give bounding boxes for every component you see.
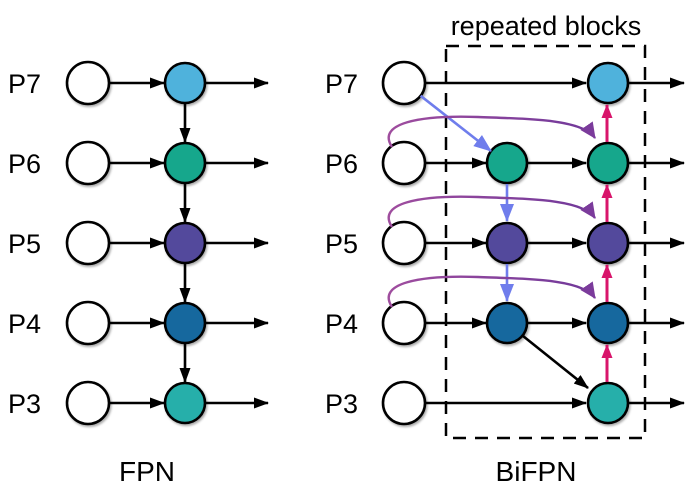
- bifpn-p6-input-node: [381, 140, 427, 186]
- bifpn-skip-arrow-p6: [387, 115, 596, 148]
- fpn-p3-fused-node: [163, 381, 207, 425]
- repeated-blocks-label: repeated blocks: [451, 11, 642, 41]
- bifpn-p4-output-node: [586, 301, 630, 345]
- bifpn-p5-output-node: [586, 221, 630, 265]
- bifpn-p4-input-node: [381, 300, 427, 346]
- fpn-p5-input-node: [65, 220, 111, 266]
- fpn-p7-input-node: [65, 60, 111, 106]
- bifpn-p3-input-node: [381, 380, 427, 426]
- fpn-p4-fused-node: [163, 301, 207, 345]
- bifpn-row-label-p6: P6: [325, 149, 358, 179]
- bifpn-skip-arrow-p4: [387, 275, 596, 308]
- bifpn-row-label-p7: P7: [325, 69, 358, 99]
- fpn-row-label-p7: P7: [8, 69, 41, 99]
- fpn-row-label-p3: P3: [8, 389, 41, 419]
- bifpn-row-label-p5: P5: [325, 229, 358, 259]
- fpn-p7-fused-node: [163, 61, 207, 105]
- bifpn-skip-arrow-p5: [387, 195, 596, 228]
- bifpn-p5-input-node: [381, 220, 427, 266]
- fpn-p3-input-node: [65, 380, 111, 426]
- bifpn-row-label-p3: P3: [325, 389, 358, 419]
- fpn-caption: FPN: [119, 456, 175, 487]
- bifpn-caption: BiFPN: [496, 456, 577, 487]
- bifpn-p5-mid-node: [485, 221, 529, 265]
- bifpn-p4mid-to-p3out-arrow: [522, 334, 589, 390]
- bifpn-p6-mid-node: [485, 141, 529, 185]
- fpn-p6-fused-node: [163, 141, 207, 185]
- bifpn-p6-output-node: [586, 141, 630, 185]
- fpn-row-label-p5: P5: [8, 229, 41, 259]
- bifpn-row-label-p4: P4: [325, 309, 358, 339]
- bifpn-p3-output-node: [586, 381, 630, 425]
- repeated-blocks-box: [444, 44, 647, 440]
- fpn-p6-input-node: [65, 140, 111, 186]
- bifpn-topdown-arrow-p7-p6: [419, 94, 492, 153]
- fpn-row-label-p4: P4: [8, 309, 41, 339]
- bifpn-p7-output-node: [586, 61, 630, 105]
- fpn-p5-fused-node: [163, 221, 207, 265]
- bifpn-p4-mid-node: [485, 301, 529, 345]
- bifpn-p7-input-node: [381, 60, 427, 106]
- fpn-row-label-p6: P6: [8, 149, 41, 179]
- fpn-p4-input-node: [65, 300, 111, 346]
